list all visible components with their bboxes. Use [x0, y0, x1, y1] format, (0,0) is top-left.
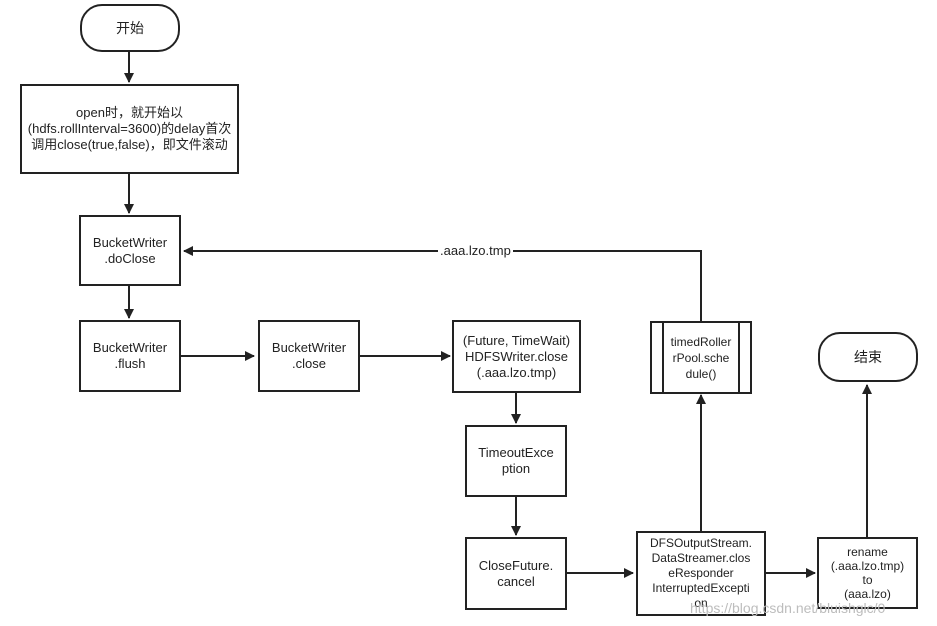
doclose-label: BucketWriter .doClose [92, 234, 168, 266]
hdfswriter-close-node: (Future, TimeWait) HDFSWriter.close (.aa… [452, 320, 581, 393]
open-note-node: open时，就开始以 (hdfs.rollInterval=3600)的dela… [20, 84, 239, 174]
bucketwriter-close-node: BucketWriter .close [258, 320, 360, 392]
close-label: BucketWriter .close [271, 340, 347, 371]
open-note-label: open时，就开始以 (hdfs.rollInterval=3600)的dela… [27, 105, 232, 152]
flush-label: BucketWriter .flush [92, 340, 168, 371]
bucketwriter-doclose-node: BucketWriter .doClose [79, 215, 181, 286]
bucketwriter-flush-node: BucketWriter .flush [79, 320, 181, 392]
close-future-cancel-node: CloseFuture. cancel [465, 537, 567, 610]
cancel-label: CloseFuture. cancel [478, 557, 554, 589]
rename-label: rename (.aaa.lzo.tmp) to (aaa.lzo) [830, 545, 905, 601]
hdfs-close-label: (Future, TimeWait) HDFSWriter.close (.aa… [462, 332, 571, 380]
dfs-output-stream-node: DFSOutputStream. DataStreamer.clos eResp… [636, 531, 766, 616]
dfs-label: DFSOutputStream. DataStreamer.clos eResp… [649, 536, 753, 610]
timed-label: timedRoller rPool.sche dule() [670, 334, 732, 381]
timeout-exception-node: TimeoutExce ption [465, 425, 567, 497]
timeout-label: TimeoutExce ption [478, 445, 554, 476]
start-node: 开始 [80, 4, 180, 52]
end-label: 结束 [854, 349, 882, 365]
edge-label-tmp-file: .aaa.lzo.tmp [438, 243, 513, 258]
start-label: 开始 [116, 20, 144, 36]
edge-timed-to-doclose [183, 246, 702, 321]
rename-node: rename (.aaa.lzo.tmp) to (aaa.lzo) [817, 537, 918, 609]
timed-roller-pool-node: timedRoller rPool.sche dule() [650, 321, 752, 394]
watermark-text: https://blog.csdn.net/bluishglc/0 [690, 600, 886, 616]
end-node: 结束 [818, 332, 918, 382]
